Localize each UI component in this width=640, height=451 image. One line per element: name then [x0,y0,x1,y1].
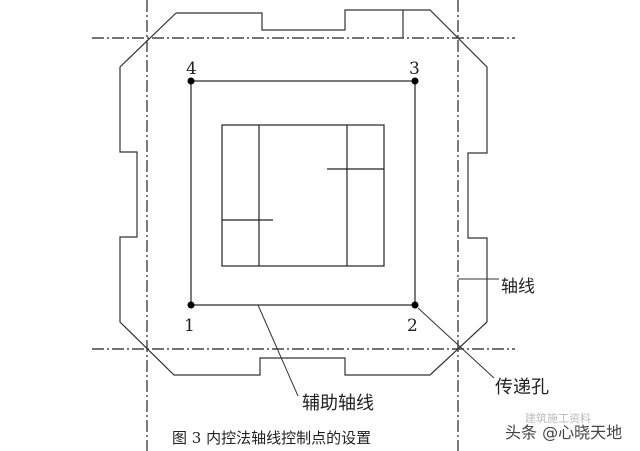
auxiliary-axis-square [190,80,416,306]
control-point-1 [187,301,195,309]
transfer-hole-label: 传递孔 [495,377,549,398]
transfer-hole-leader [417,307,495,379]
control-point-3 [411,77,419,85]
control-point-2 [411,301,419,309]
auxiliary-axis-label: 辅助轴线 [302,393,374,414]
building-outline [119,9,488,376]
watermark-sub: 建筑施工资料 [525,411,591,425]
watermark-main: 头条 @心晓天地 [505,423,622,442]
auxiliary-axis-leader [257,304,299,397]
point-label-3: 3 [409,59,420,79]
point-label-4: 4 [186,59,197,79]
point-label-1: 1 [184,316,195,336]
point-label-2: 2 [407,316,418,336]
figure-caption: 图 3 内控法轴线控制点的设置 [172,429,371,447]
inner-core [221,124,385,267]
control-point-4 [187,77,195,85]
axis-line-label: 轴线 [501,277,535,297]
